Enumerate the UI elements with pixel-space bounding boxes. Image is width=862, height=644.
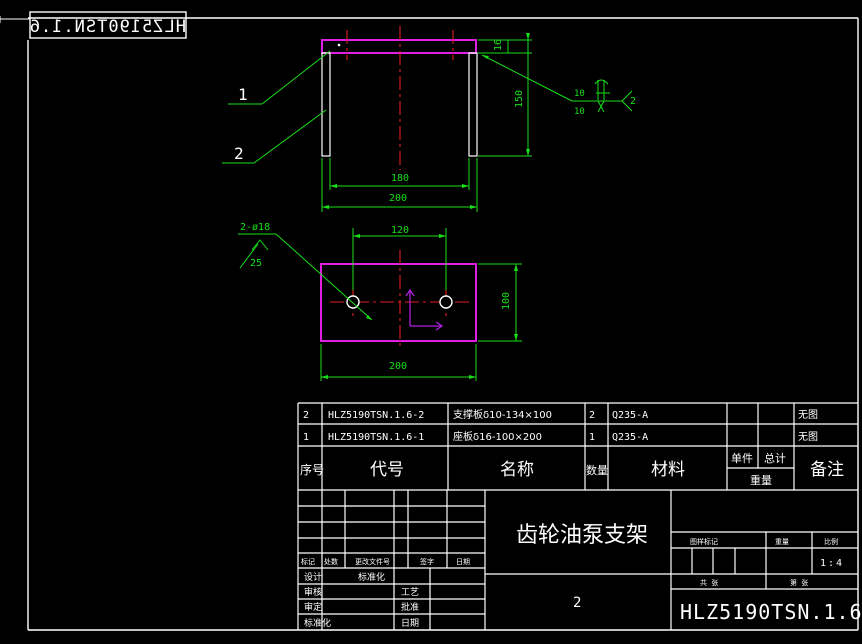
label-std: 标准化 [358,571,385,583]
rev-sign: 签字 [420,557,434,566]
bom-row-name: 支撑板δ10-134×100 [453,408,552,421]
hdr-total: 总计 [764,451,786,465]
hole-right [439,295,453,309]
right-support-plate [468,52,478,157]
callout-2: 2 [234,144,244,163]
bom-row-no: 1 [303,432,309,443]
plan-view [320,250,477,348]
rev-labels: 标记 处数 更改文件号 签字 日期 [301,557,470,566]
label-stage-weight: 重量 [775,538,789,546]
bom-row-code: HLZ5190TSN.1.6-1 [328,432,424,443]
hdr-name: 名称 [500,460,534,480]
drawing-number: HLZ5190TSN.1.6 [680,600,862,624]
bom-row-material: Q235-A [612,432,648,443]
hdr-remark: 备注 [810,460,844,480]
label-ratify: 批准 [401,601,419,613]
plan-dim-arrows [321,234,518,379]
hdr-unit: 单件 [731,452,753,465]
hdr-no: 序号 [300,462,324,477]
label-design: 设计 [304,571,322,583]
drawing-title: 齿轮油泵支架 [516,523,648,548]
dim-thk-16: 16 [493,39,504,51]
plan-dimensions [238,228,522,381]
dim-spacing-120: 120 [391,225,409,236]
bom-row-qty: 1 [589,432,595,443]
dim-overall-200: 200 [389,193,407,204]
base-plate-outline [320,263,477,342]
rev-doc: 更改文件号 [355,557,390,566]
weld-top: 10 [574,89,585,99]
rev-date: 日期 [456,558,470,566]
bom-rows: 2 HLZ5190TSN.1.6-2 支撑板δ10-134×100 2 Q235… [303,408,818,443]
bom-row-note: 无图 [798,409,818,421]
label-std2: 标准化 [304,617,331,629]
label-date: 日期 [401,618,419,629]
hdr-qty: 数量 [586,464,608,477]
bom-row-no: 2 [303,410,309,421]
scale-value: 1:4 [820,558,844,569]
label-approve: 审定 [304,601,322,613]
callout-1: 1 [238,85,248,104]
weld-bottom: 10 [574,107,585,117]
weld-type: 2 [630,96,636,107]
title-block-grid [298,490,858,630]
hdr-code: 代号 [370,460,404,480]
dim-height-150: 150 [514,90,525,108]
dim-inner-180: 180 [391,173,409,184]
rev-count: 处数 [324,557,338,566]
dim-holes: 2-ø18 [240,222,270,233]
label-sheets-total: 共 张 [700,578,718,587]
dim-plan-overall-200: 200 [389,361,407,372]
sheet-count: 2 [573,595,581,611]
label-check: 审核 [304,586,322,598]
left-support-plate [321,52,331,157]
label-stage-mark: 图样标记 [690,537,718,546]
rev-mark: 标记 [301,557,315,566]
top-plate [321,39,477,54]
label-process: 工艺 [401,587,419,598]
hdr-material: 材料 [651,460,685,480]
mirrored-drawing-number: HLZ5190TSN.1.6 [29,17,186,37]
ucs-icon [405,288,444,331]
dim-depth-100: 100 [501,292,512,310]
bom-row-name: 座板δ16-100×200 [453,430,542,443]
bom-row-code: HLZ5190TSN.1.6-2 [328,410,424,421]
label-stage-scale: 比例 [824,537,838,546]
bom-row-material: Q235-A [612,410,648,421]
bom-row-qty: 2 [589,410,595,421]
dim-roughness: 25 [250,258,262,269]
front-view [321,26,478,170]
bom-table [297,402,858,630]
front-dimensions [222,34,633,212]
bom-row-note: 无图 [798,431,818,443]
bom-header: 序号 代号 名称 数量 材料 单件 总计 重量 备注 [300,451,844,487]
front-dim-arrows [322,33,530,209]
label-sheet-no: 第 张 [790,578,808,587]
hdr-weight: 重量 [750,473,772,487]
stage-labels: 图样标记 重量 比例 共 张 第 张 [690,537,838,587]
approval-labels: 设计 标准化 审核 工艺 审定 批准 标准化 日期 [304,571,419,629]
drawing-frame [0,11,859,631]
